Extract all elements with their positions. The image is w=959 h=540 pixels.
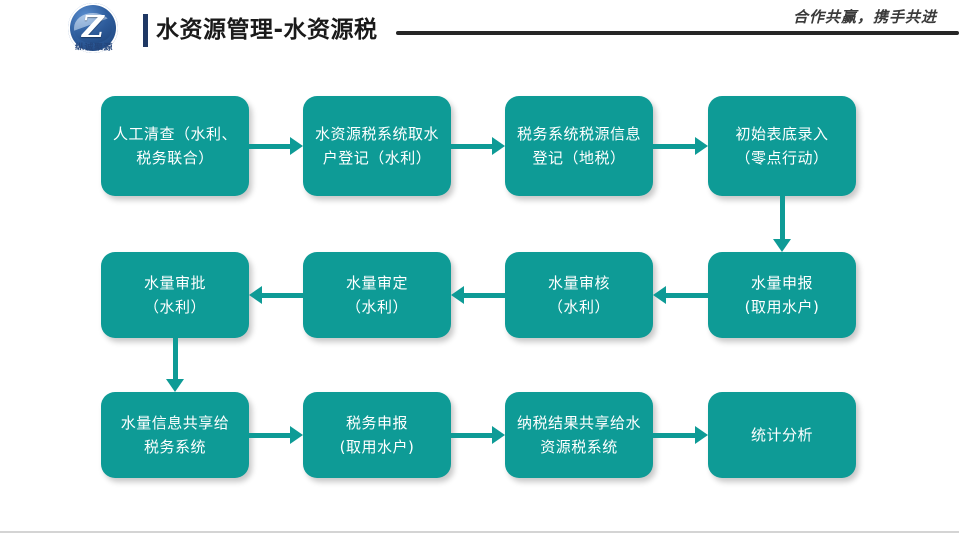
flow-node-n9[interactable]: 水量信息共享给 税务系统 [101, 392, 249, 478]
flow-arrow-n1-to-n2 [249, 136, 303, 156]
flow-node-n3[interactable]: 税务系统税源信息 登记（地税） [505, 96, 653, 196]
header-tagline: 合作共赢，携手共进 [792, 8, 937, 26]
flow-arrow-n2-to-n3 [451, 136, 505, 156]
flow-arrow-n7-to-n6 [451, 285, 505, 305]
flow-node-n12[interactable]: 统计分析 [708, 392, 856, 478]
flow-arrow-n8-to-n7 [653, 285, 708, 305]
logo-emblem-icon: Z [68, 3, 118, 53]
flow-node-n8[interactable]: 水量申报 (取用水户) [708, 252, 856, 338]
flow-node-n7[interactable]: 水量审核 （水利） [505, 252, 653, 338]
page-title: 水资源管理-水资源税 [156, 17, 378, 43]
flow-node-n11[interactable]: 纳税结果共享给水 资源税系统 [505, 392, 653, 478]
flow-arrow-n9-to-n10 [249, 425, 303, 445]
flow-node-n10[interactable]: 税务申报 (取用水户) [303, 392, 451, 478]
company-logo: Z 纵诚聚源 [52, 2, 136, 56]
flow-node-n5[interactable]: 水量审批 （水利） [101, 252, 249, 338]
flow-arrow-n10-to-n11 [451, 425, 505, 445]
flow-arrow-n5-to-n9 [165, 338, 185, 392]
flow-arrow-n3-to-n4 [653, 136, 708, 156]
flow-node-n4[interactable]: 初始表底录入 （零点行动） [708, 96, 856, 196]
flow-node-n6[interactable]: 水量审定 （水利） [303, 252, 451, 338]
flow-node-n1[interactable]: 人工清查（水利、 税务联合） [101, 96, 249, 196]
title-accent-bar [143, 14, 148, 47]
title-rule [396, 31, 959, 35]
flow-arrow-n4-to-n8 [772, 196, 792, 252]
flow-arrow-n11-to-n12 [653, 425, 708, 445]
footer-rule [0, 531, 959, 533]
flowchart-canvas: 人工清查（水利、 税务联合） 水资源税系统取水 户登记（水利） 税务系统税源信息 登… [0, 62, 959, 522]
slide-header: Z 纵诚聚源 水资源管理-水资源税 合作共赢，携手共进 [0, 0, 959, 62]
logo-letter: Z [82, 10, 104, 45]
flow-arrow-n6-to-n5 [249, 285, 303, 305]
logo-wordmark: 纵诚聚源 [74, 43, 113, 53]
flow-node-n2[interactable]: 水资源税系统取水 户登记（水利） [303, 96, 451, 196]
